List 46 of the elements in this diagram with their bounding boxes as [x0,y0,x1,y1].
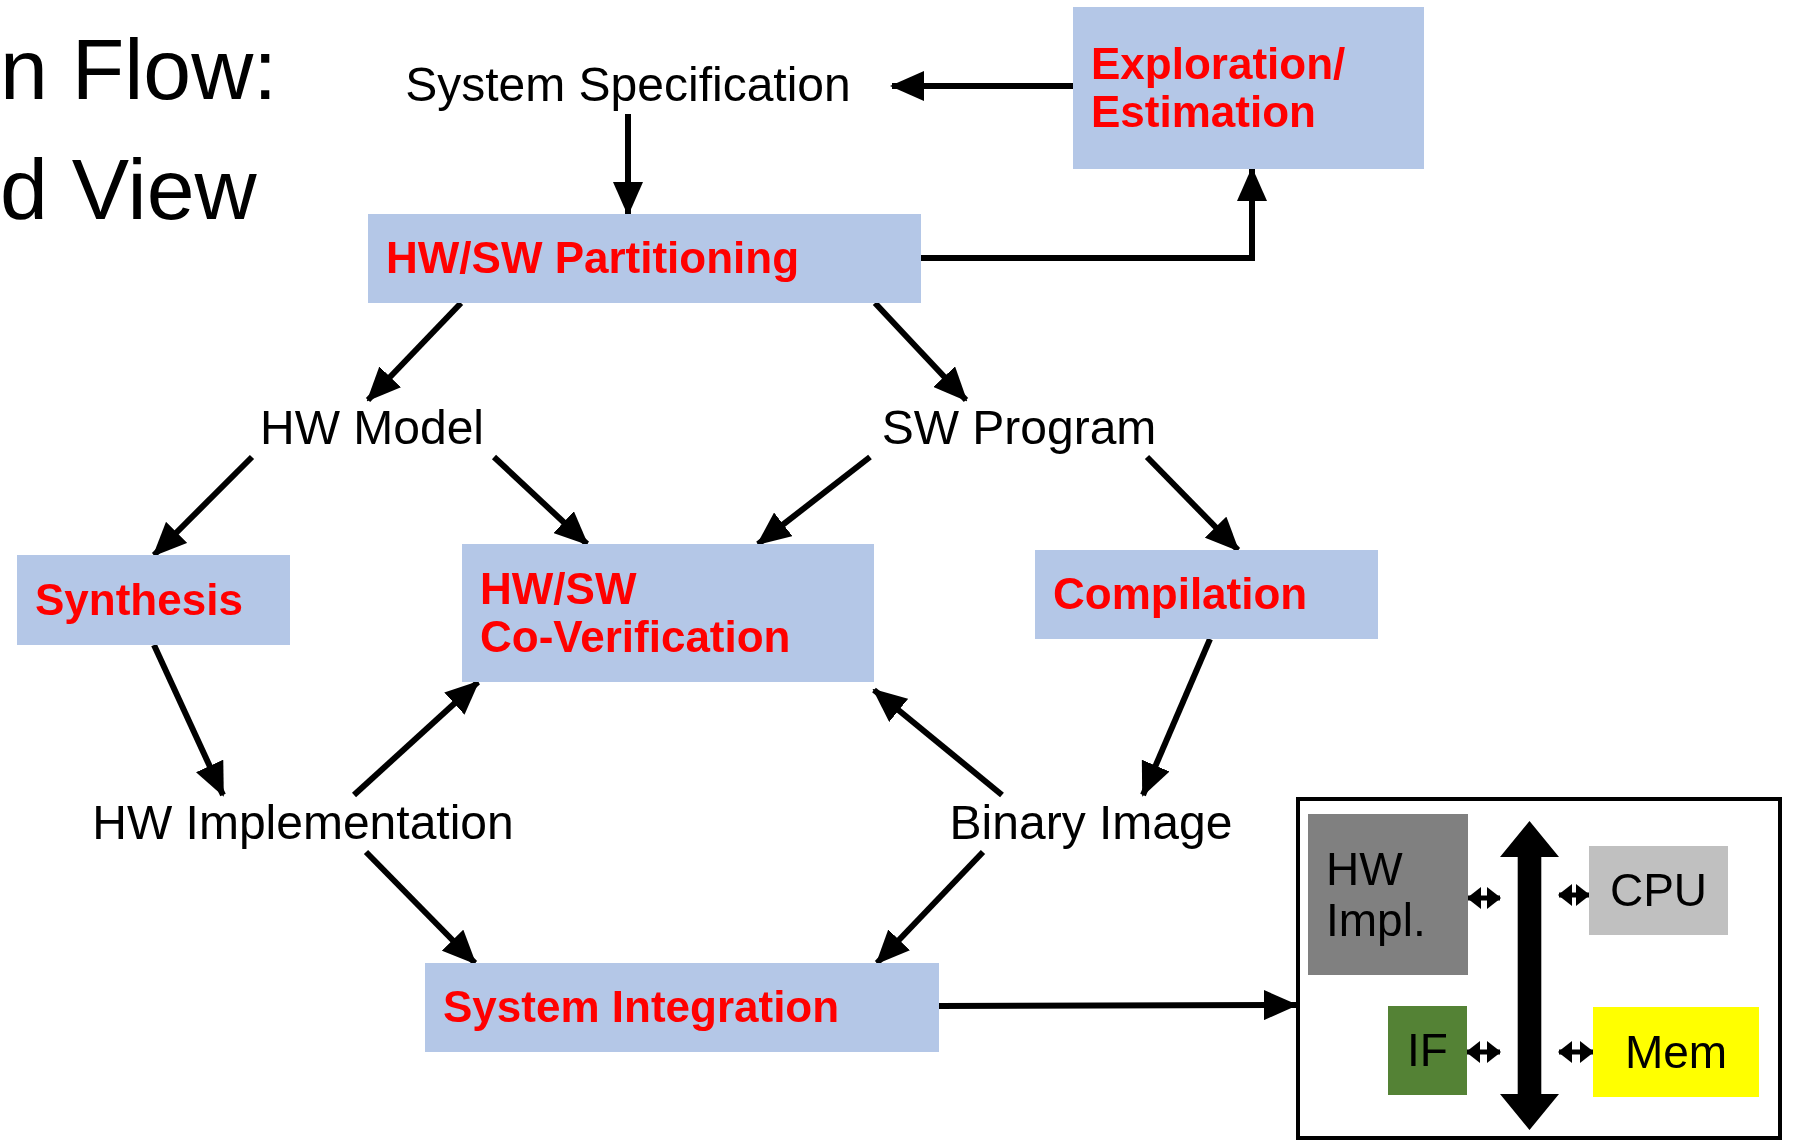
box-label: CPU [1609,865,1708,916]
step-label: System Specification [362,56,894,114]
arrow [874,849,986,966]
arrow [1466,1041,1501,1063]
arrow [613,114,643,216]
arrow [872,687,1004,798]
box-label: IF [1407,1025,1448,1076]
box-label: HW/SW Partitioning [386,234,800,283]
arrow [1140,637,1213,797]
process-box [1035,550,1378,639]
step-label: HW Implementation [38,795,568,852]
arrow [151,454,255,558]
arrow [1558,1041,1594,1063]
arrow [363,849,478,966]
arrow [1144,454,1241,553]
arrow [756,454,872,547]
process-box [462,544,874,682]
hw-block [1308,814,1468,975]
arrow [151,643,226,797]
arrow [1467,887,1501,909]
process-box [425,963,939,1052]
arrow [1558,884,1590,906]
process-box [17,555,290,645]
box-label: Mem [1624,1026,1728,1078]
memory-block [1593,1007,1759,1097]
arrow [921,167,1267,261]
box-label: HW/SW Co-Verification [480,564,792,662]
step-label: SW Program [858,400,1180,457]
arrow [890,71,1073,101]
arrow [939,990,1298,1021]
bus-bar [1500,821,1559,1130]
box-label: Exploration/ Estimation [1091,39,1347,137]
title-fragment: d View [0,146,257,232]
cpu-block [1589,846,1728,935]
process-box [1073,7,1424,169]
system-frame [1296,797,1782,1140]
process-box [368,214,921,303]
box-label: Compilation [1053,570,1308,619]
step-label: Binary Image [922,795,1260,852]
arrow [491,454,590,547]
step-label: HW Model [230,400,514,457]
box-label: System Integration [443,983,840,1032]
title-fragment: n Flow: [0,26,278,112]
box-label: HW Impl. [1326,843,1427,946]
interface-block [1388,1006,1467,1095]
box-label: Synthesis [35,575,243,625]
